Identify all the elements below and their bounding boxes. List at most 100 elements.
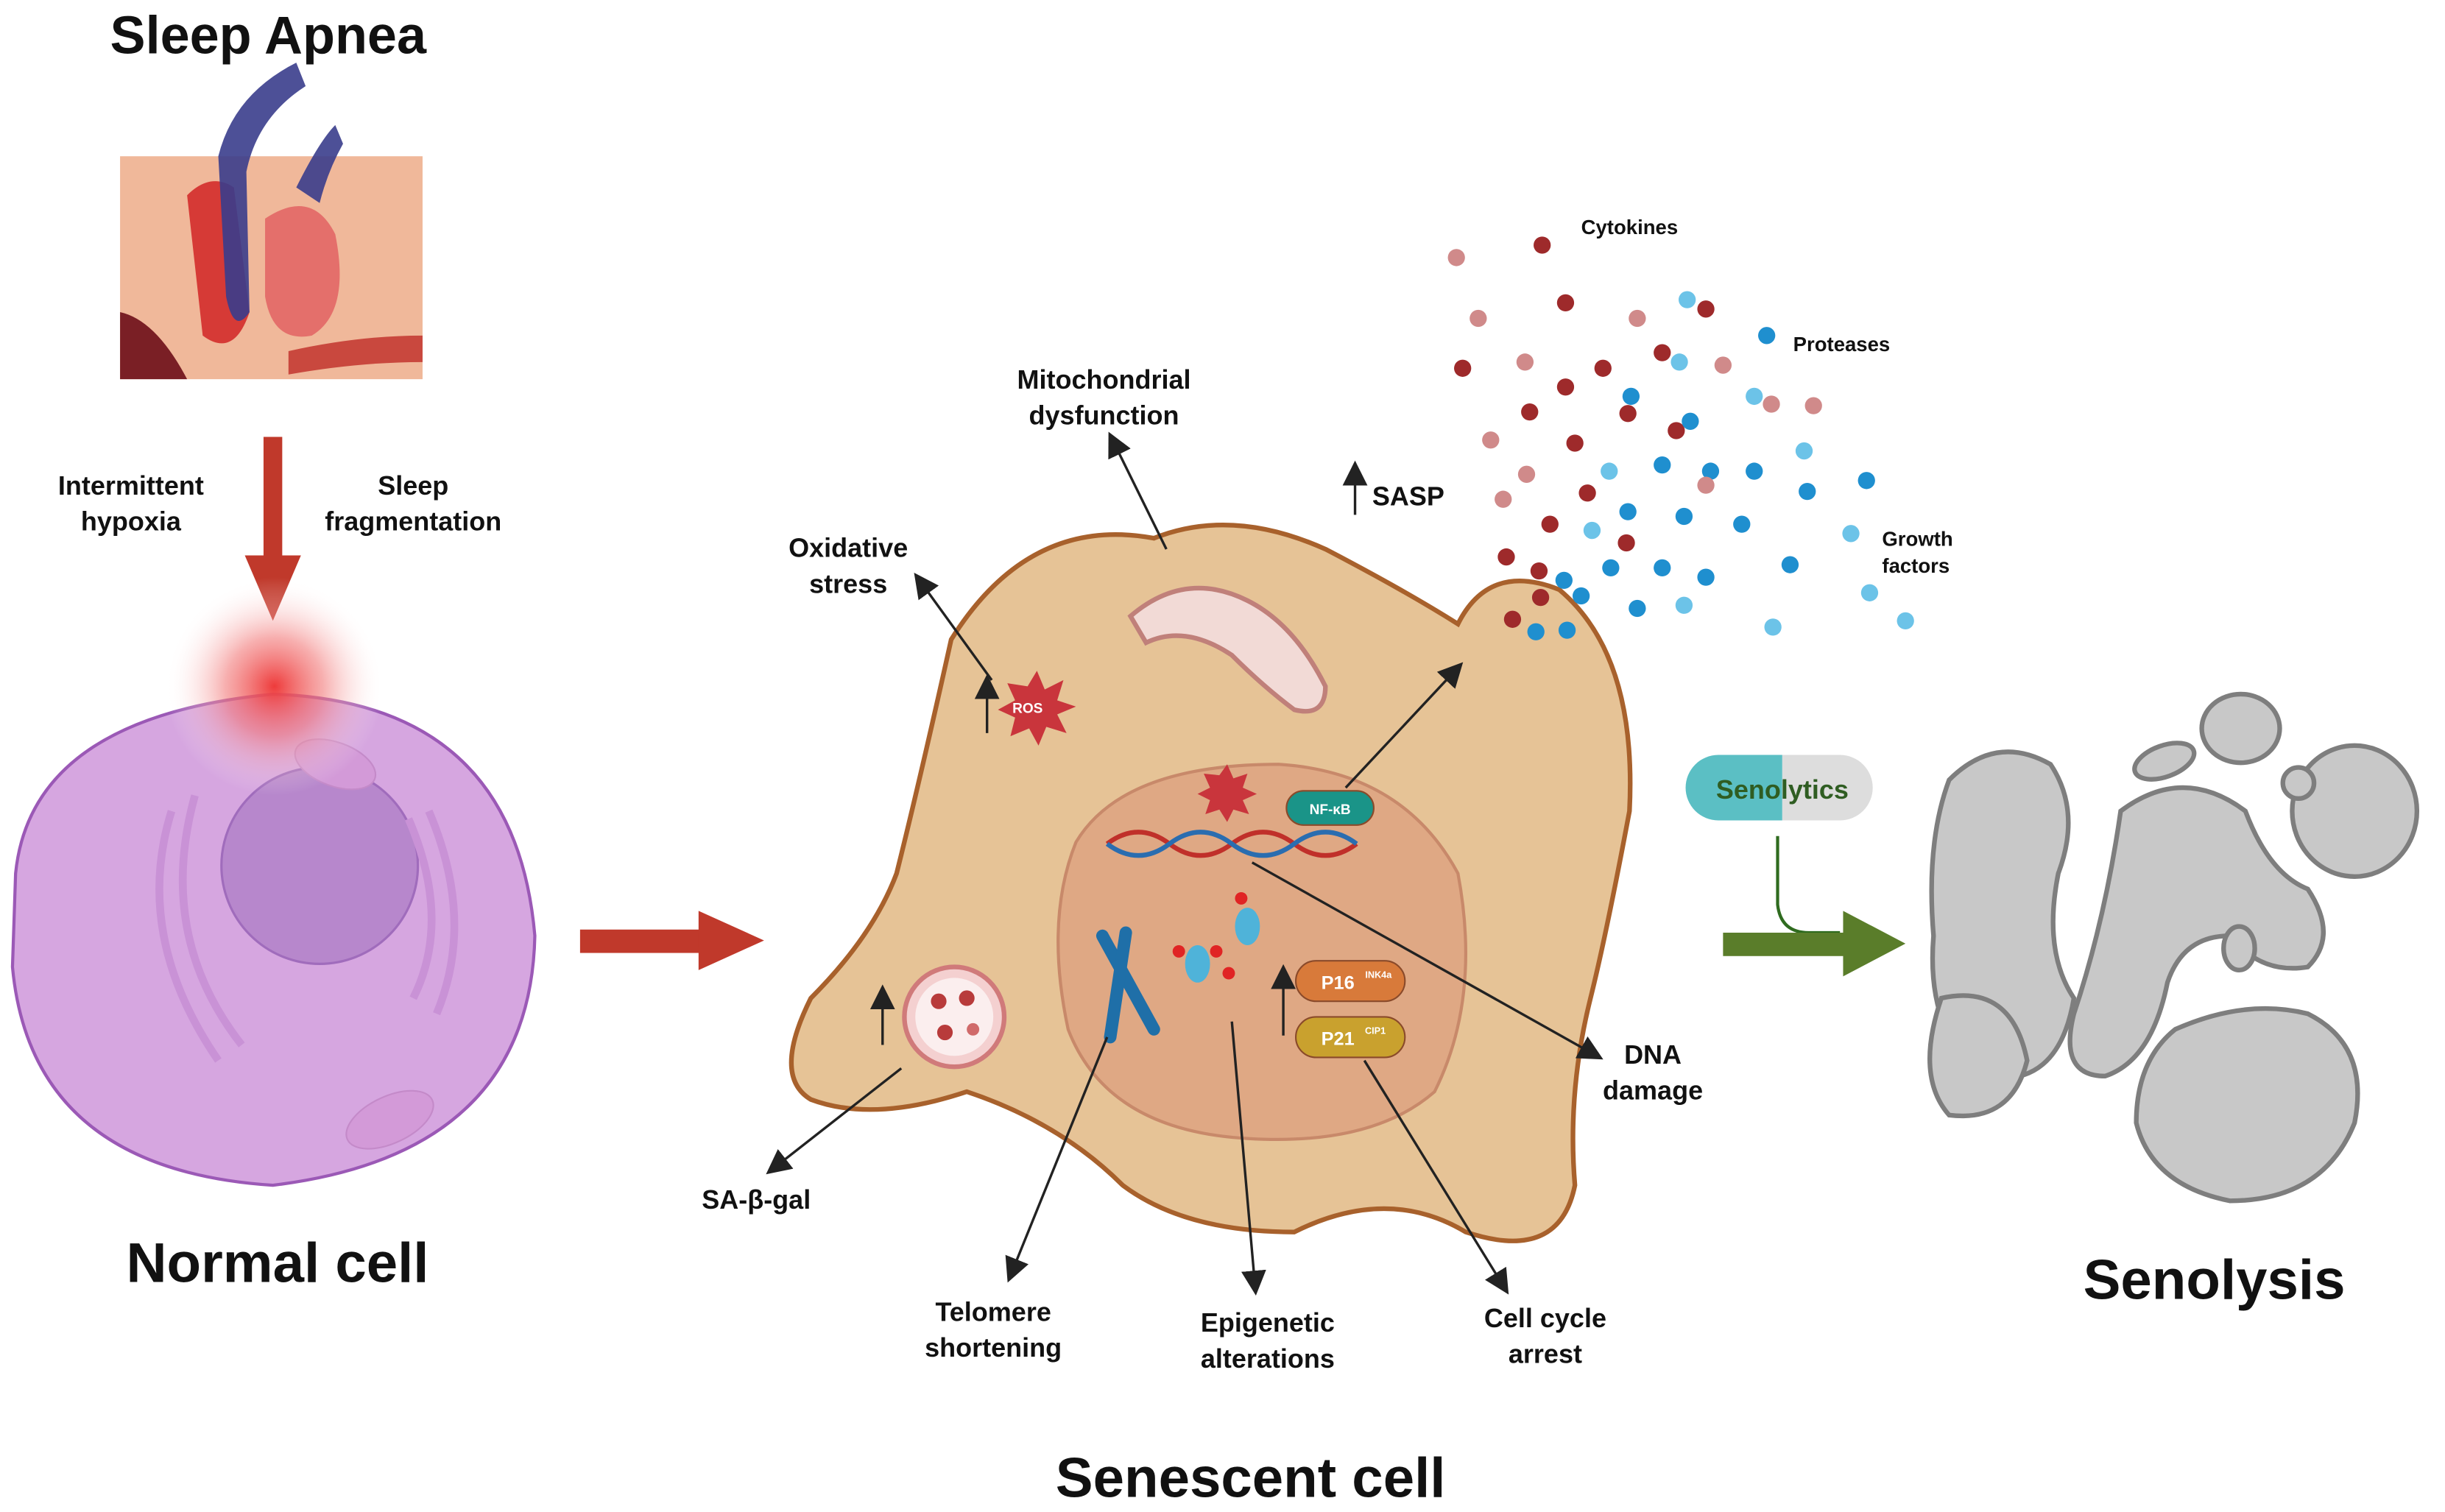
protease-particle (1572, 587, 1590, 605)
cytokine-particle (1566, 434, 1584, 452)
growth-factor-particle (1670, 353, 1688, 371)
label-telomere-line1: Telomere (935, 1296, 1051, 1326)
protease-particle (1799, 482, 1816, 501)
cause-sleep-fragmentation-line2: fragmentation (325, 506, 501, 537)
sleep-apnea-illustration (120, 63, 423, 380)
leader-dna-damage (1251, 861, 1603, 1060)
mitochondrion-damaged-icon (1127, 585, 1328, 714)
cytokine-particle (1482, 431, 1500, 449)
p16-badge: P16 INK4a (1294, 960, 1406, 1003)
cytokine-particle (1654, 344, 1671, 361)
svg-text:P16: P16 (1322, 972, 1355, 993)
histone-icon (1172, 891, 1260, 983)
label-cytokines: Cytokines (1581, 216, 1679, 239)
growth-factor-particle (1860, 584, 1879, 601)
cytokine-particle (1619, 405, 1637, 423)
leader-oxidative (914, 572, 993, 681)
apoptotic-cell-fragments (1927, 691, 2420, 1204)
protease-particle (1629, 599, 1646, 618)
normal-cell (10, 577, 537, 1187)
svg-text:INK4a: INK4a (1365, 969, 1392, 980)
growth-factor-particle (1746, 387, 1763, 406)
cytokine-particle (1804, 397, 1822, 414)
protease-particle (1558, 621, 1576, 639)
label-sa-beta-gal: SA-β-gal (702, 1184, 811, 1215)
leader-epigenetic (1230, 1021, 1266, 1296)
label-oxidative-line2: stress (809, 568, 887, 598)
label-proteases: Proteases (1793, 333, 1891, 356)
cytokine-particle (1497, 548, 1515, 566)
lysosome-icon (902, 964, 1007, 1070)
label-telomere-line2: shortening (925, 1332, 1062, 1363)
cytokine-particle (1594, 359, 1612, 377)
senescent-cell-title: Senescent cell (1056, 1447, 1446, 1508)
cytokine-particle (1517, 465, 1536, 483)
sleep-apnea-title: Sleep Apnea (110, 6, 427, 65)
dna-helix-icon (1105, 830, 1358, 858)
label-mitochondrial-line1: Mitochondrial (1017, 364, 1191, 395)
leader-telomere (1005, 1036, 1109, 1283)
protease-particle (1746, 462, 1763, 480)
inhibition-connector (1776, 836, 1841, 935)
growth-factor-particle (1795, 442, 1813, 460)
protease-particle (1701, 462, 1720, 480)
label-dna-damage-line1: DNA (1624, 1039, 1682, 1070)
growth-factor-particle (1764, 618, 1782, 636)
label-cell-cycle-line1: Cell cycle (1484, 1303, 1606, 1333)
p21-badge: P21 CIP1 (1294, 1016, 1406, 1059)
cytokine-particle (1541, 515, 1559, 533)
protease-particle (1733, 515, 1751, 533)
growth-factor-particle (1583, 521, 1601, 540)
protease-particle (1654, 559, 1671, 577)
growth-factor-particle (1601, 462, 1618, 480)
protease-particle (1619, 503, 1637, 520)
cytokine-particle (1531, 588, 1550, 607)
cytokine-particle (1454, 359, 1472, 377)
senescent-cell: ROS NF-κB P16 INK4a (788, 522, 1633, 1243)
label-oxidative-line1: Oxidative (788, 533, 908, 563)
cytokine-particle (1530, 562, 1548, 580)
cytokine-particle (1578, 484, 1596, 502)
ros-burst-icon: ROS (998, 671, 1076, 746)
normal-cell-nucleus (220, 766, 420, 965)
right-arrow-red (579, 911, 764, 970)
cytokine-particle (1697, 300, 1715, 318)
cytokine-particle (1470, 309, 1487, 328)
protease-particle (1622, 387, 1640, 406)
protease-particle (1682, 412, 1699, 430)
cytokine-particle (1447, 249, 1465, 266)
cytokine-particle (1516, 353, 1534, 371)
hypoxia-glow (165, 577, 384, 796)
growth-factor-particle (1842, 525, 1860, 543)
growth-factor-particle (1897, 612, 1914, 630)
svg-text:CIP1: CIP1 (1365, 1026, 1386, 1036)
label-mitochondrial-line2: dysfunction (1029, 400, 1179, 431)
cytokine-particle (1495, 490, 1512, 508)
cytokine-particle (1763, 395, 1780, 413)
cytokine-particle (1617, 534, 1635, 552)
growth-factor-particle (1679, 291, 1696, 308)
protease-particle (1527, 623, 1545, 640)
cytokine-particle (1629, 309, 1646, 328)
svg-text:NF-κB: NF-κB (1310, 802, 1351, 818)
protease-particle (1602, 559, 1620, 577)
protease-particle (1781, 556, 1799, 573)
protease-particle (1857, 472, 1875, 490)
ros-burst-small-icon (1197, 764, 1257, 822)
leader-mitochondrial (1108, 431, 1168, 550)
sasp-particles (1447, 236, 1914, 640)
label-growth-factors-line1: Growth (1882, 528, 1952, 551)
label-cell-cycle-line2: arrest (1509, 1339, 1582, 1369)
right-arrow-green (1723, 911, 1906, 977)
normal-cell-title: Normal cell (127, 1232, 429, 1294)
cause-intermittent-hypoxia-line2: hypoxia (81, 506, 182, 537)
cytokine-particle (1556, 378, 1575, 396)
protease-particle (1697, 568, 1715, 586)
senolytics-label: Senolytics (1716, 774, 1849, 805)
chromosome-icon (1096, 926, 1160, 1044)
cytokine-particle (1556, 294, 1575, 311)
protease-particle (1758, 327, 1776, 345)
protease-particle (1675, 507, 1693, 526)
leader-sasp (1344, 662, 1464, 789)
